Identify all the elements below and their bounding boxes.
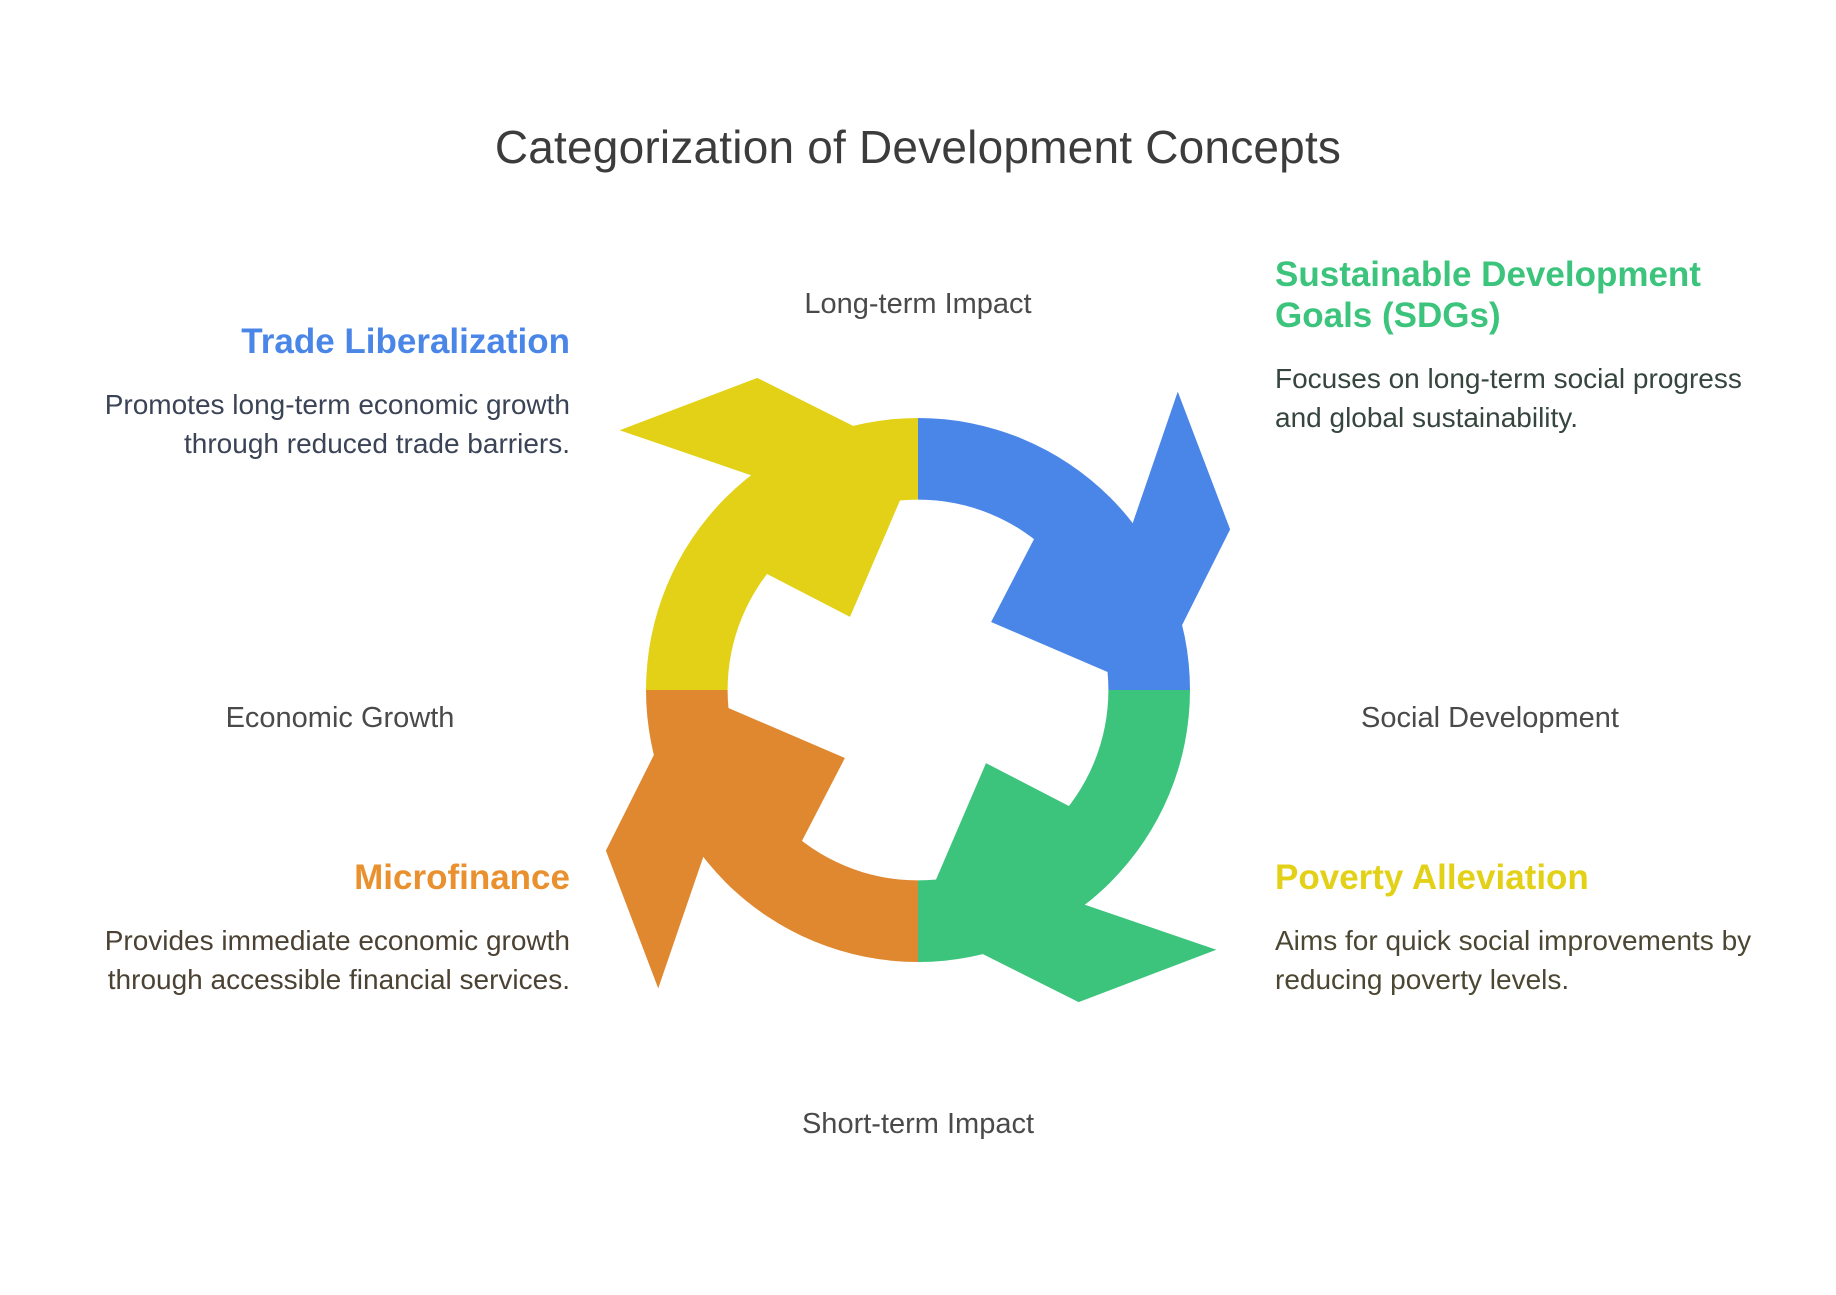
concept-body-poverty-alleviation: Aims for quick social improvements by re… [1275, 924, 1752, 996]
concept-heading-sustainable-development-goals: Sustainable Development Goals (SDGs) [1275, 255, 1701, 335]
axis-label-social-development: Social Development [1361, 702, 1619, 734]
concept-block-trade-liberalization: Trade Liberalization Promotes long-term … [60, 322, 570, 463]
cycle-segment-trade-liberalization [619, 377, 918, 690]
concept-heading-poverty-alleviation: Poverty Alleviation [1275, 858, 1589, 897]
cycle-segment-poverty-alleviation [918, 690, 1217, 1003]
concept-heading-microfinance: Microfinance [354, 858, 570, 897]
concept-body-sustainable-development-goals: Focuses on long-term social progress and… [1275, 362, 1742, 434]
concept-block-poverty-alleviation: Poverty Alleviation Aims for quick socia… [1275, 858, 1775, 999]
concept-block-microfinance: Microfinance Provides immediate economic… [60, 858, 570, 999]
cycle-segment-microfinance [605, 690, 918, 989]
cycle-diagram [528, 350, 1308, 1030]
axis-label-short-term-impact: Short-term Impact [801, 1108, 1035, 1140]
axis-label-long-term-impact: Long-term Impact [804, 288, 1032, 320]
concept-body-trade-liberalization: Promotes long-term economic growth throu… [104, 388, 570, 460]
cycle-diagram-svg [605, 377, 1231, 1003]
concept-block-sustainable-development-goals: Sustainable Development Goals (SDGs) Foc… [1275, 255, 1775, 437]
cycle-segment-sdg [918, 391, 1231, 690]
concept-heading-trade-liberalization: Trade Liberalization [241, 322, 570, 361]
concept-body-microfinance: Provides immediate economic growth throu… [104, 924, 570, 996]
page-title: Categorization of Development Concepts [494, 121, 1342, 173]
axis-label-economic-growth: Economic Growth [225, 702, 455, 734]
